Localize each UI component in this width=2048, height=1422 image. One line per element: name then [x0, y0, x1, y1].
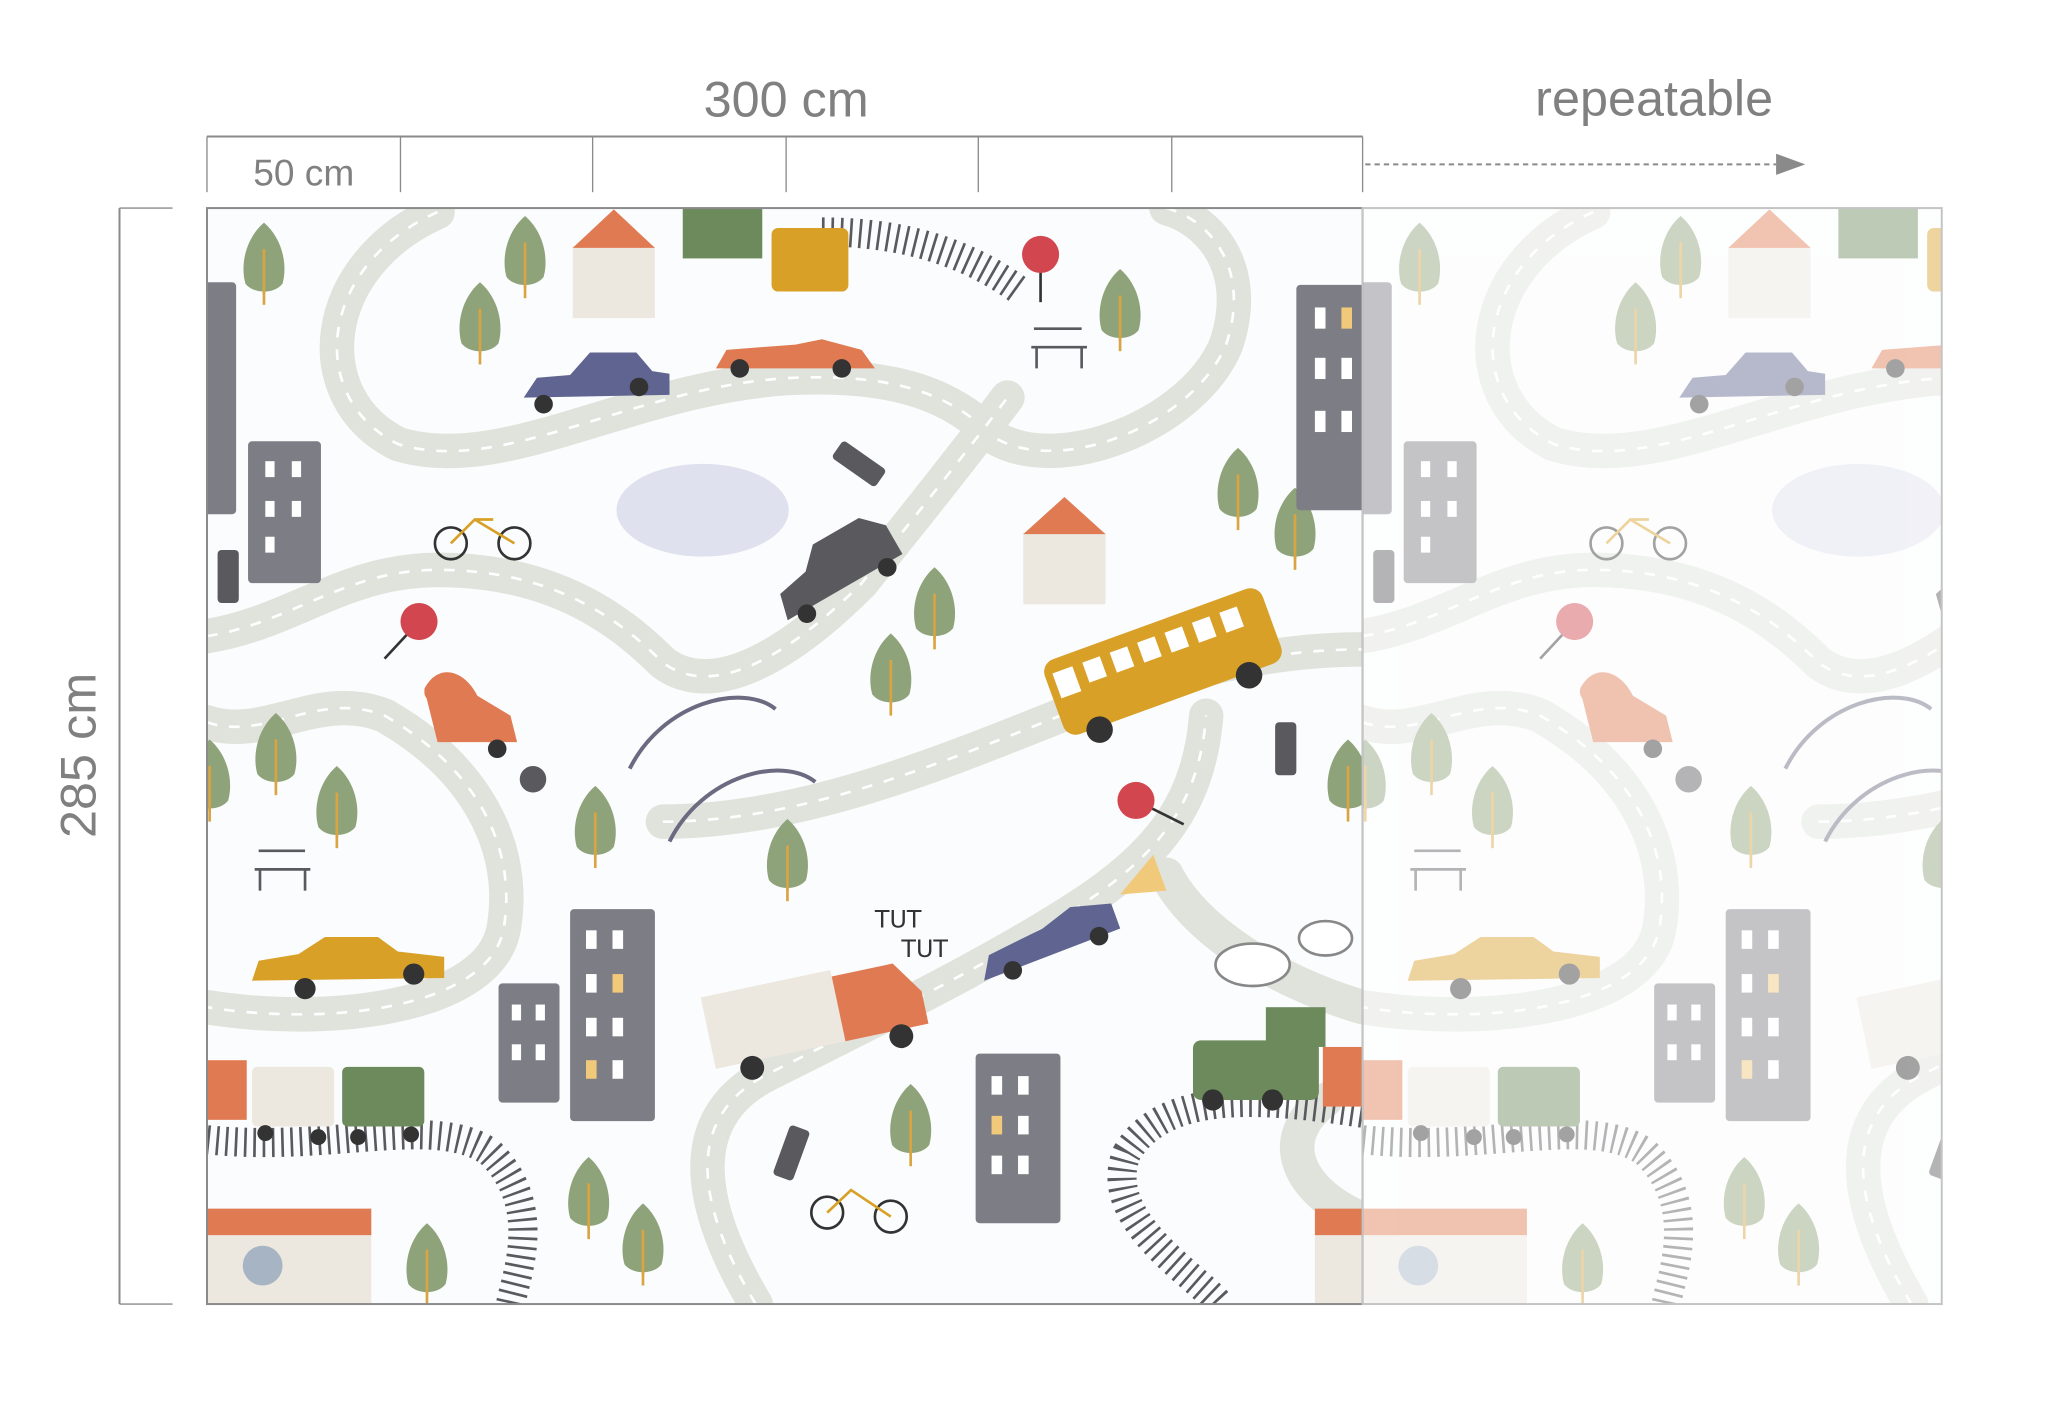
train-right	[1192, 1007, 1363, 1111]
wallpaper-panel: TUT TUT	[206, 208, 1363, 1305]
race-car	[715, 339, 875, 378]
repeat-indicator: repeatable	[1365, 69, 1806, 175]
signs	[217, 235, 1297, 1181]
truck	[700, 963, 929, 1080]
train-tracks	[206, 217, 1363, 1305]
clock-icon	[242, 1245, 283, 1286]
blue-car	[523, 352, 670, 414]
height-ruler: 285 cm	[50, 207, 173, 1305]
benches	[254, 327, 1087, 891]
dark-car	[780, 517, 903, 623]
headlight-beam	[1120, 854, 1167, 895]
arrow-right-icon	[1776, 153, 1806, 175]
repeated-panel-border	[1361, 207, 1943, 1306]
segment-label: 50 cm	[253, 152, 354, 194]
sound-text-2: TUT	[900, 935, 948, 963]
scooter	[424, 672, 547, 793]
school-bus	[1044, 588, 1282, 743]
buildings	[206, 282, 1363, 1224]
sound-text-1: TUT	[874, 906, 922, 934]
bicycles	[433, 517, 909, 1234]
blue-race-car	[984, 903, 1121, 981]
train-left	[206, 1060, 425, 1146]
yellow-car	[252, 936, 445, 1000]
houses	[206, 209, 1363, 1305]
width-label: 300 cm	[704, 71, 869, 128]
pond	[616, 463, 789, 557]
train-top	[682, 208, 849, 292]
width-ruler: 300 cm 50 cm	[206, 71, 1364, 194]
tut-tut-text: TUT TUT	[874, 906, 949, 963]
vehicles	[206, 208, 1363, 1146]
height-label: 285 cm	[50, 673, 107, 838]
puffs	[1214, 919, 1354, 988]
traffic-light-icon	[217, 549, 239, 603]
repeat-label: repeatable	[1535, 69, 1773, 126]
bridges	[627, 695, 817, 843]
